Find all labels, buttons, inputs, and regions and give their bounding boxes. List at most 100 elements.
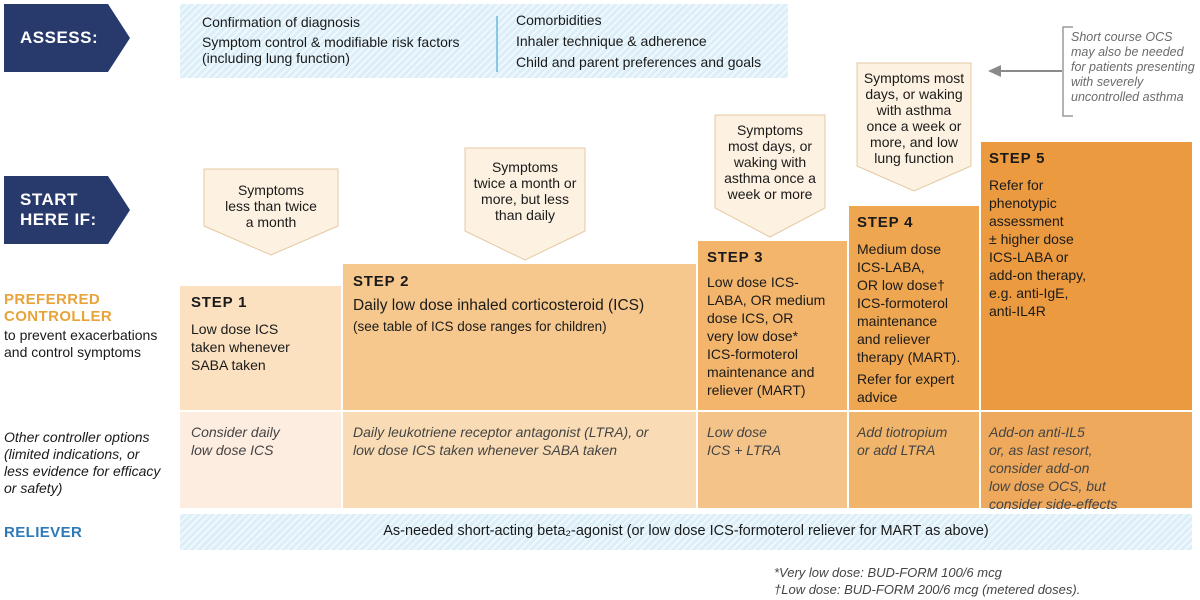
criteria-line: Symptoms: [736, 122, 804, 138]
criteria-callout-step4: Symptoms most days, or waking with asthm…: [856, 62, 972, 192]
step-text-line: OR low dose†: [857, 277, 945, 293]
criteria-line: with asthma: [876, 102, 952, 118]
step5-preferred-text: Refer for phenotypic assessment ± higher…: [989, 176, 1086, 320]
start-arrow-shape: [4, 176, 130, 244]
other-text-line: low dose ICS: [191, 442, 274, 458]
step-text-line: advice: [857, 389, 898, 405]
step2-other-text: Daily leukotriene receptor antagonist (L…: [353, 423, 648, 459]
step4-preferred-box: STEP 4 Medium dose ICS-LABA, OR low dose…: [849, 206, 979, 410]
assess-item: Comorbidities: [516, 12, 602, 28]
step2-preferred-main: Daily low dose inhaled corticosteroid (I…: [353, 297, 645, 314]
criteria-line: twice a month or: [473, 175, 577, 191]
start-label-line: HERE IF:: [20, 210, 97, 229]
callout-shape: [714, 114, 826, 238]
side-note: Short course OCS may also be needed for …: [1071, 30, 1199, 105]
step-text-line: taken whenever: [191, 339, 290, 355]
step4-title: STEP 4: [857, 214, 914, 231]
criteria-callout-step2: Symptoms twice a month or more, but less…: [464, 147, 586, 261]
preferred-label-line: CONTROLLER: [4, 308, 113, 325]
step-text-line: Refer for: [989, 177, 1044, 193]
other-text-line: Add tiotropium: [857, 424, 948, 440]
step-text-line: ICS-LABA or: [989, 249, 1069, 265]
step-text-line: dose ICS, OR: [707, 310, 794, 326]
step4-preferred-text: Medium dose ICS-LABA, OR low dose† ICS-f…: [857, 240, 960, 406]
other-text-line: consider add-on: [989, 460, 1090, 476]
step-text-line: maintenance and: [707, 364, 815, 380]
assess-item: (including lung function): [202, 50, 350, 66]
footnote-line: *Very low dose: BUD-FORM 100/6 mcg: [774, 565, 1002, 580]
criteria-line: week or more: [727, 186, 813, 202]
callout-shape: [856, 62, 972, 192]
other-text-line: low dose ICS taken whenever SABA taken: [353, 442, 618, 458]
assess-label: ASSESS:: [20, 28, 99, 47]
step5-title: STEP 5: [989, 150, 1046, 167]
other-text-line: or add LTRA: [857, 442, 936, 458]
step5-other-box: Add-on anti-IL5 or, as last resort, cons…: [981, 412, 1192, 512]
side-note-bracket: [1062, 26, 1073, 117]
criteria-line: once a week or: [866, 118, 962, 134]
step1-title: STEP 1: [191, 294, 248, 311]
criteria-line: most days, or: [727, 138, 813, 154]
assess-divider: [496, 16, 498, 72]
criteria-line: less than twice: [225, 198, 317, 214]
other-text-line: Add-on anti-IL5: [989, 424, 1085, 440]
assess-box: Confirmation of diagnosis Symptom contro…: [180, 4, 788, 78]
step-text-line: SABA taken: [191, 357, 266, 373]
step3-preferred-box: STEP 3 Low dose ICS- LABA, OR medium dos…: [698, 241, 847, 410]
other-text-line: low dose OCS, but: [989, 478, 1106, 494]
criteria-line: than daily: [495, 207, 555, 223]
step2-title: STEP 2: [353, 273, 410, 290]
step-text-line: phenotypic: [989, 195, 1057, 211]
step1-other-text: Consider daily low dose ICS: [191, 423, 280, 459]
criteria-callout-step1: Symptoms less than twice a month: [203, 168, 339, 256]
step2-preferred-box: STEP 2 Daily low dose inhaled corticoste…: [343, 264, 696, 410]
criteria-line: Symptoms: [491, 159, 559, 175]
preferred-desc-line: to prevent exacerbations: [4, 327, 158, 343]
assess-item: Child and parent preferences and goals: [516, 54, 762, 70]
preferred-desc-line: and control symptoms: [4, 344, 141, 360]
step2-other-box: Daily leukotriene receptor antagonist (L…: [343, 412, 696, 508]
criteria-line: a month: [245, 214, 297, 230]
reliever-bar: As-needed short-acting beta₂-agonist (or…: [180, 514, 1192, 550]
step-text-line: maintenance: [857, 313, 938, 329]
step-text-line: ICS-LABA,: [857, 259, 925, 275]
step4-other-box: Add tiotropium or add LTRA: [849, 412, 979, 508]
other-label-line: less evidence for efficacy: [4, 463, 161, 479]
step3-other-box: Low dose ICS + LTRA: [698, 412, 847, 508]
step5-other-text: Add-on anti-IL5 or, as last resort, cons…: [989, 423, 1117, 513]
step1-preferred-text: Low dose ICS taken whenever SABA taken: [191, 320, 290, 374]
other-text-line: Low dose: [707, 424, 767, 440]
preferred-controller-desc: to prevent exacerbations and control sym…: [4, 327, 157, 361]
step-text-line: add-on therapy,: [989, 267, 1087, 283]
criteria-line: lung function: [874, 150, 954, 166]
side-note-arrow: [988, 65, 1062, 77]
other-text-line: Consider daily: [191, 424, 280, 440]
reliever-text: As-needed short-acting beta₂-agonist (or…: [383, 523, 989, 539]
side-note-line: uncontrolled asthma: [1071, 90, 1184, 104]
step-text-line: assessment: [989, 213, 1064, 229]
step-text-line: Low dose ICS-: [707, 274, 799, 290]
criteria-line: more, but less: [481, 191, 569, 207]
step-text-line: and reliever: [857, 331, 931, 347]
start-label: START HERE IF:: [20, 190, 97, 230]
step-text-line: Medium dose: [857, 241, 942, 257]
criteria-line: asthma once a: [724, 170, 816, 186]
criteria-text: Symptoms less than twice a month: [203, 182, 339, 230]
side-note-line: for patients presenting: [1071, 60, 1195, 74]
assess-arrow: ASSESS:: [4, 4, 130, 72]
other-text-line: or, as last resort,: [989, 442, 1093, 458]
step3-other-text: Low dose ICS + LTRA: [707, 423, 781, 459]
criteria-text: Symptoms most days, or waking with asthm…: [856, 70, 972, 166]
other-text-line: Daily leukotriene receptor antagonist (L…: [353, 424, 649, 440]
step-text-line: LABA, OR medium: [707, 292, 826, 308]
step-text-line: very low dose*: [707, 328, 799, 344]
other-text-line: ICS + LTRA: [707, 442, 782, 458]
preferred-label-line: PREFERRED: [4, 291, 101, 308]
criteria-line: Symptoms most: [863, 70, 965, 86]
step2-preferred-sub: (see table of ICS dose ranges for childr…: [353, 319, 607, 334]
preferred-controller-label: PREFERRED CONTROLLER: [4, 291, 112, 325]
footnotes: *Very low dose: BUD-FORM 100/6 mcg †Low …: [774, 564, 1080, 598]
step-text-line: ICS-formoterol: [857, 295, 949, 311]
other-label-line: (limited indications, or: [4, 446, 140, 462]
step3-preferred-text: Low dose ICS- LABA, OR medium dose ICS, …: [707, 273, 825, 399]
